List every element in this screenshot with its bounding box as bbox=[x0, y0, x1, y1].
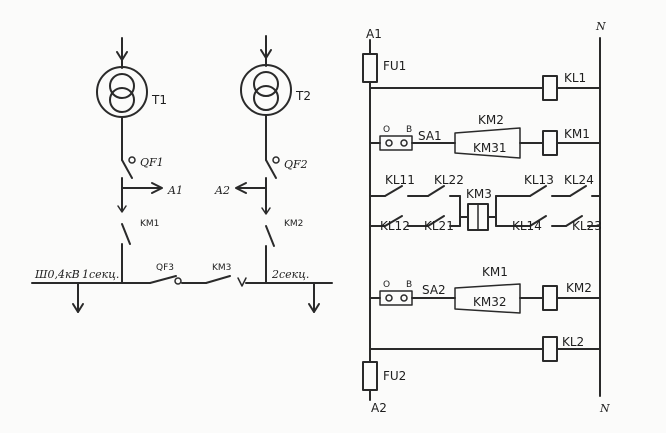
km3-disconnect-mark bbox=[237, 277, 247, 287]
sa1-o-label: O bbox=[383, 125, 390, 135]
kl2-2-label: KL22 bbox=[434, 173, 464, 187]
qf1-breaker-blade bbox=[121, 159, 133, 179]
a1-arrow bbox=[151, 182, 163, 194]
km2-disconnect-mark bbox=[261, 207, 271, 215]
sa1-b-label: B bbox=[406, 125, 412, 135]
km2-label: KM2 bbox=[284, 219, 303, 229]
t2-feed-arrow bbox=[260, 49, 272, 59]
sa2-b-label: B bbox=[406, 280, 412, 290]
transformer-t1-symbol bbox=[96, 66, 148, 118]
km3-1-label: KM31 bbox=[473, 141, 507, 155]
qf3-breaker-blade bbox=[149, 275, 177, 284]
transformer-t2-symbol bbox=[240, 64, 292, 116]
kl2-1-label: KL21 bbox=[424, 219, 454, 233]
km1-coil-label: KM1 bbox=[564, 127, 590, 141]
kl1-4-label: KL14 bbox=[512, 219, 542, 233]
fu1-label: FU1 bbox=[383, 59, 406, 73]
fu1-fuse bbox=[362, 53, 378, 83]
kl1-3-contact bbox=[529, 185, 547, 197]
control-circuit: A1 N FU1 FU2 A2 N KL1 O B SA1 KM2 KM31 K… bbox=[362, 20, 610, 415]
qf1-label: QF1 bbox=[140, 156, 164, 169]
km1-label: KM1 bbox=[140, 219, 159, 229]
a2-label: A2 bbox=[214, 184, 230, 197]
n-bottom-label: N bbox=[599, 402, 610, 415]
t2-label: T2 bbox=[295, 89, 311, 103]
kl1-2-contact bbox=[384, 215, 403, 227]
kl1-label: KL1 bbox=[564, 71, 586, 85]
n-top-label: N bbox=[595, 20, 606, 33]
load-1-arrow bbox=[72, 303, 84, 313]
kl1-4-contact bbox=[529, 215, 547, 227]
qf2-breaker-blade bbox=[265, 159, 277, 179]
km2-coil bbox=[542, 285, 558, 311]
section-2-label: 2секц. bbox=[271, 268, 309, 281]
km1-contact-blade bbox=[121, 223, 131, 245]
km1-row-label: KM1 bbox=[482, 265, 508, 279]
kl2-3-contact bbox=[565, 215, 583, 227]
km3-contact-blade bbox=[205, 275, 231, 284]
qf2-label: QF2 bbox=[284, 158, 308, 171]
kl1-1-contact bbox=[384, 185, 403, 197]
kl2-coil bbox=[542, 336, 558, 362]
qf3-label: QF3 bbox=[156, 263, 174, 273]
km1-coil bbox=[542, 130, 558, 156]
km3-label: KM3 bbox=[212, 263, 231, 273]
load-2-arrow bbox=[308, 303, 320, 313]
single-line-diagram: T1 QF1 A1 KM1 T2 QF2 A2 bbox=[31, 35, 333, 313]
kl2-4-label: KL24 bbox=[564, 173, 594, 187]
kl2-1-contact bbox=[427, 215, 445, 227]
km3-2-label: KM32 bbox=[473, 295, 507, 309]
t1-label: T1 bbox=[151, 93, 167, 107]
kl1-2-label: KL12 bbox=[380, 219, 410, 233]
section-1-label: 1секц. bbox=[82, 268, 119, 281]
qf3-contact bbox=[174, 277, 182, 285]
a1-label: A1 bbox=[167, 184, 183, 197]
km1-disconnect-mark bbox=[117, 205, 127, 213]
a2-arrow bbox=[235, 182, 247, 194]
km3-2-contact-block bbox=[454, 283, 521, 314]
qf1-contact bbox=[128, 156, 136, 164]
bus-voltage-label: Ш0,4кВ bbox=[34, 268, 80, 281]
kl2-2-contact bbox=[427, 185, 445, 197]
fu2-fuse bbox=[362, 361, 378, 391]
kl2-4-contact bbox=[569, 185, 587, 197]
a2-bottom-label: A2 bbox=[371, 401, 387, 415]
kl1-coil bbox=[542, 75, 558, 101]
km2-coil-label: KM2 bbox=[566, 281, 592, 295]
kl2-3-label: KL23 bbox=[572, 219, 602, 233]
fu2-label: FU2 bbox=[383, 369, 406, 383]
a1-top-label: A1 bbox=[366, 27, 382, 41]
kl1-3-label: KL13 bbox=[524, 173, 554, 187]
sa2-o-label: O bbox=[383, 280, 390, 290]
qf2-contact bbox=[272, 156, 280, 164]
sa1-label: SA1 bbox=[418, 129, 442, 143]
km3-1-contact-block bbox=[454, 127, 521, 159]
km3-coil-label: KM3 bbox=[466, 187, 492, 201]
kl1-1-label: KL11 bbox=[385, 173, 415, 187]
km2-contact-blade bbox=[265, 225, 275, 247]
t1-feed-arrow bbox=[116, 51, 128, 61]
kl2-label: KL2 bbox=[562, 335, 584, 349]
sa2-label: SA2 bbox=[422, 283, 446, 297]
km2-row-label: KM2 bbox=[478, 113, 504, 127]
